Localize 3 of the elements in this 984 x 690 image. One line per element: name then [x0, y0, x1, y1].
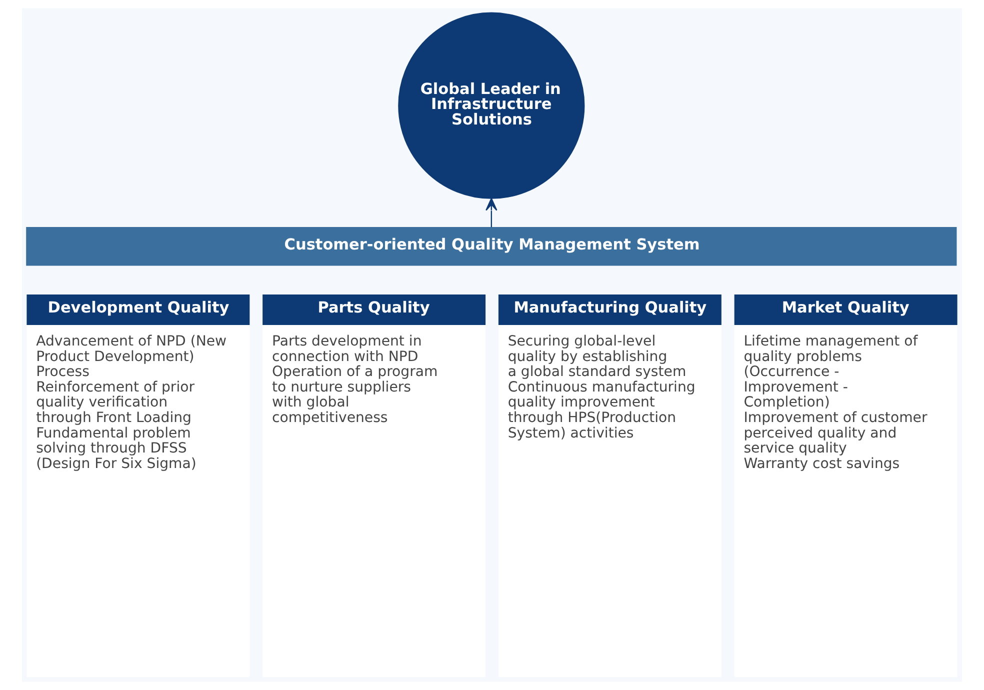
arrow: [486, 198, 498, 228]
node-circle: Global Leader in Infrastructure Solutions: [398, 12, 585, 199]
node-box: Customer-oriented Quality Management System: [26, 227, 957, 266]
